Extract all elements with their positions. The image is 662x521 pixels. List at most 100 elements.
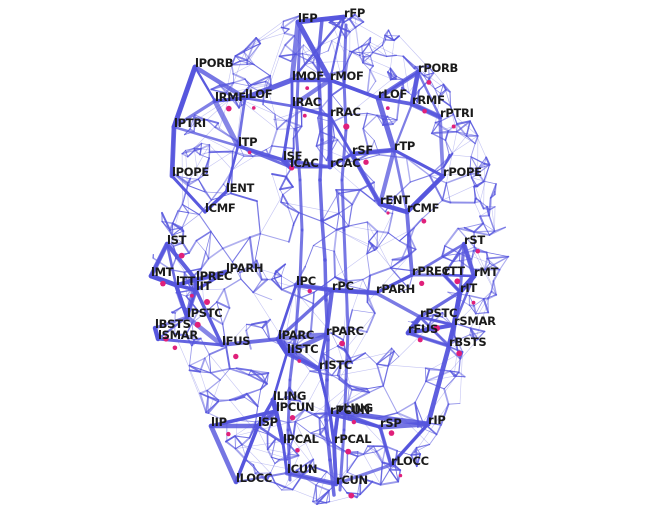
region-label-rit: rIT [460,281,477,295]
region-label-lcac: lCAC [290,156,319,170]
mesh-edge [352,46,362,52]
region-label-rfus: rFUS [408,322,438,336]
mesh-edge [223,308,230,324]
node-marker [303,114,307,118]
node-marker [226,432,230,436]
mesh-edge [339,205,352,214]
mesh-edge [432,133,446,140]
region-label-rporb: rPORB [418,61,458,75]
mesh-edge [275,114,277,129]
node-marker [339,341,345,347]
mesh-edge [253,292,272,299]
strong-edges [151,17,474,495]
mesh-edge [387,55,397,56]
mesh-edge [211,231,223,248]
strong-edge [376,293,420,317]
mesh-edge [396,55,403,56]
mesh-edge [280,45,286,56]
mesh-edge [242,438,250,445]
node-marker [343,124,349,130]
mesh-edge [286,177,293,187]
mesh-edge [289,225,294,242]
mesh-edge [334,230,336,252]
region-label-lcun: lCUN [287,462,317,476]
mesh-edge [446,140,450,155]
mesh-edge [373,53,387,57]
region-label-rsf: rSF [352,143,373,157]
region-label-rpcal: rPCAL [334,432,372,446]
node-marker [419,281,424,286]
region-label-lfus: lFUS [222,334,250,348]
region-label-lcmf: lCMF [205,201,235,215]
mesh-edge [487,252,509,256]
node-marker [386,211,389,214]
node-marker [476,249,481,254]
region-label-lmof: lMOF [292,69,324,83]
region-label-rsmar: rSMAR [454,314,496,328]
mesh-edge [444,389,448,404]
mesh-edge [209,248,223,258]
mesh-edge [249,374,262,375]
strong-edge [318,20,322,60]
mesh-edge [281,276,295,284]
strong-edge [344,230,346,280]
region-label-rmof: rMOF [330,69,364,83]
mesh-edge [394,36,400,40]
strong-edge [326,380,327,420]
strong-edge [326,420,330,460]
strong-edge [300,180,302,230]
mesh-edge [383,366,388,386]
strong-edge [211,426,236,482]
mesh-edge [226,347,230,369]
mesh-edge [363,280,368,291]
node-marker [363,160,368,165]
mesh-edge [241,279,253,292]
mesh-edge [337,213,339,230]
mesh-edge [270,33,284,76]
region-label-rst: rST [464,233,485,247]
region-label-rfp: rFP [344,6,365,20]
node-marker [422,109,427,114]
node-marker [295,448,300,453]
node-marker [173,346,178,351]
region-label-lent: lENT [226,181,255,195]
mesh-edge [377,231,388,233]
mesh-edge [487,252,488,258]
mesh-edge [334,251,335,277]
mesh-edge [410,175,429,182]
node-marker [297,359,301,363]
strong-edge [300,230,302,280]
mesh-edge [381,482,399,485]
node-marker [399,474,402,477]
region-label-rparc: rPARC [326,324,364,338]
mesh-edge [471,144,475,157]
region-label-rsp: rSP [380,416,401,430]
region-label-lpc: lPC [296,274,316,288]
mesh-edge [210,152,233,153]
mesh-edge [199,215,211,232]
mesh-edge [245,104,277,130]
region-label-rent: rENT [380,193,410,207]
mesh-edge [376,452,382,463]
region-label-lsmar: lSMAR [158,328,198,342]
region-label-lsp: lSP [258,415,278,429]
region-label-rptri: rPTRI [440,106,474,120]
region-label-lparc: lPARC [278,328,314,342]
mesh-edge [352,280,363,310]
region-label-lrac: lRAC [292,95,321,109]
mesh-edge [272,129,277,146]
mesh-edge [490,198,491,210]
region-label-lpcun: lPCUN [276,400,314,414]
mesh-edge [201,339,210,355]
mesh-edge [275,483,285,488]
mesh-edge [443,181,484,200]
node-marker [233,354,238,359]
mesh-edge [408,219,422,234]
mesh-edge [352,190,360,205]
node-marker [252,106,256,110]
mesh-edge [190,346,192,366]
region-label-rcac: rCAC [330,156,360,170]
mesh-edge [223,248,233,262]
